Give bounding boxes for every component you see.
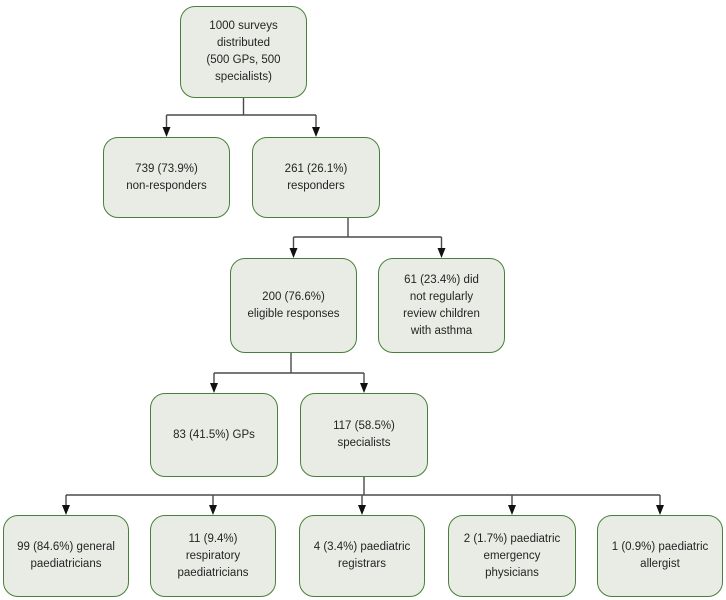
- node-paediatric-emergency-physicians-label: 2 (1.7%) paediatric emergency physicians: [463, 532, 561, 579]
- node-paediatric-allergist: 1 (0.9%) paediatric allergist: [597, 515, 723, 597]
- node-paediatric-allergist-label: 1 (0.9%) paediatric allergist: [611, 541, 709, 570]
- node-non-responders-label: 739 (73.9%) non-responders: [126, 162, 207, 192]
- edge-specialists-to-children: [62, 477, 664, 515]
- node-specialists: 117 (58.5%) specialists: [300, 393, 428, 477]
- node-did-not-review: 61 (23.4%) did not regularly review chil…: [378, 258, 505, 353]
- node-responders-label: 261 (26.1%) responders: [284, 162, 348, 192]
- node-respiratory-paediatricians: 11 (9.4%) respiratory paediatricians: [150, 515, 276, 597]
- node-paediatric-registrars: 4 (3.4%) paediatric registrars: [299, 515, 425, 597]
- node-specialists-label: 117 (58.5%) specialists: [333, 420, 395, 449]
- arrowhead-responders: [312, 127, 320, 137]
- arrowhead-emergency: [508, 505, 516, 515]
- arrowhead-gps: [210, 383, 218, 393]
- node-paediatric-registrars-label: 4 (3.4%) paediatric registrars: [313, 541, 411, 570]
- arrowhead-specialists: [360, 383, 368, 393]
- node-paediatric-emergency-physicians: 2 (1.7%) paediatric emergency physicians: [448, 515, 576, 597]
- node-surveys-label: 1000 surveys distributed (500 GPs, 500 s…: [206, 20, 281, 83]
- node-gps-label: 83 (41.5%) GPs: [173, 428, 255, 441]
- arrowhead-nonresponders: [162, 127, 171, 137]
- arrowhead-respiratory: [209, 505, 217, 515]
- node-general-paediatricians-label: 99 (84.6%) general paediatricians: [17, 541, 115, 570]
- arrowhead-allergist: [656, 505, 664, 515]
- node-eligible-responses-label: 200 (76.6%) eligible responses: [247, 290, 340, 320]
- node-respiratory-paediatricians-label: 11 (9.4%) respiratory paediatricians: [177, 532, 249, 579]
- arrowhead-eligible: [289, 248, 298, 258]
- node-responders: 261 (26.1%) responders: [252, 137, 380, 218]
- node-eligible-responses: 200 (76.6%) eligible responses: [230, 258, 357, 353]
- arrowhead-noreview: [437, 248, 446, 258]
- edge-surveys-to-children: [162, 98, 320, 137]
- node-did-not-review-label: 61 (23.4%) did not regularly review chil…: [403, 273, 480, 337]
- arrowhead-registrars: [358, 505, 366, 515]
- arrowhead-general: [62, 505, 70, 515]
- node-non-responders: 739 (73.9%) non-responders: [103, 137, 230, 218]
- node-gps: 83 (41.5%) GPs: [150, 393, 278, 477]
- node-surveys-distributed: 1000 surveys distributed (500 GPs, 500 s…: [180, 6, 307, 98]
- node-general-paediatricians: 99 (84.6%) general paediatricians: [3, 515, 129, 597]
- edge-responders-to-children: [289, 218, 446, 258]
- edge-eligible-to-children: [210, 353, 368, 393]
